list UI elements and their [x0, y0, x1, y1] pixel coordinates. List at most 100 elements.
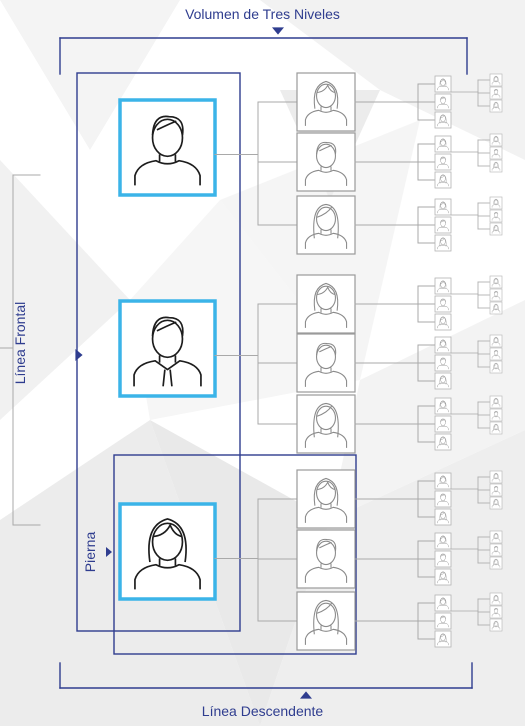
level3-node — [434, 295, 452, 313]
level3-node — [434, 198, 452, 216]
leg-label: Pierna — [82, 531, 98, 573]
man-avatar-icon — [437, 615, 449, 628]
level4-node — [489, 360, 503, 374]
level3-node — [434, 532, 452, 550]
level4-node — [489, 288, 503, 302]
level2-node — [296, 529, 356, 589]
long-hair-avatar-icon — [437, 174, 449, 187]
long-hair-avatar-icon — [491, 620, 501, 630]
level4-node — [489, 99, 503, 113]
level2-node — [296, 72, 356, 132]
man-avatar-icon — [134, 115, 201, 186]
man-avatar-icon — [437, 156, 449, 169]
level3-node — [434, 93, 452, 111]
level3-node — [434, 630, 452, 648]
level3-node — [434, 433, 452, 451]
level3-node — [434, 372, 452, 390]
level3-node — [434, 111, 452, 129]
man-avatar-icon — [491, 350, 501, 359]
long-hair-avatar-icon — [437, 436, 449, 449]
woman-avatar-icon — [304, 282, 348, 328]
woman-avatar-icon — [437, 280, 449, 293]
man-avatar-icon — [437, 553, 449, 566]
level3-node — [434, 216, 452, 234]
woman-avatar-icon — [491, 594, 501, 604]
man-tie-avatar-icon — [133, 316, 202, 387]
level4-node — [489, 543, 503, 557]
level3-node — [434, 336, 452, 354]
woman-avatar-icon — [491, 75, 501, 85]
long-hair-avatar-icon — [491, 423, 501, 433]
long-hair-avatar-icon — [491, 224, 501, 234]
woman-avatar-icon — [491, 397, 501, 407]
long-hair-avatar-icon — [491, 362, 501, 372]
level4-node — [489, 347, 503, 361]
level4-node — [489, 556, 503, 570]
long-hair-avatar-icon — [437, 375, 449, 388]
level4-node — [489, 222, 503, 236]
level4-node — [489, 209, 503, 223]
man-avatar-icon — [491, 608, 501, 617]
woman-avatar-icon — [437, 475, 449, 488]
long-hair-avatar-icon — [437, 114, 449, 127]
man-avatar-icon — [437, 493, 449, 506]
frontal-line-label: Línea Frontal — [12, 301, 28, 385]
level4-node — [489, 86, 503, 100]
woman-avatar-icon — [491, 198, 501, 208]
level3-node — [434, 415, 452, 433]
top-arrow-icon — [272, 27, 284, 35]
man-avatar-icon — [437, 418, 449, 431]
level4-node — [489, 530, 503, 544]
level3-node — [434, 490, 452, 508]
woman-avatar-icon — [437, 78, 449, 91]
man-avatar-icon — [437, 357, 449, 370]
man-avatar-icon — [437, 219, 449, 232]
man-avatar-icon — [437, 298, 449, 311]
man-avatar-icon — [437, 96, 449, 109]
long-hair-avatar-icon — [491, 558, 501, 568]
level3-node — [434, 277, 452, 295]
level4-node — [489, 133, 503, 147]
woman-avatar-icon — [437, 201, 449, 214]
level4-node — [489, 605, 503, 619]
level2-node — [296, 591, 356, 651]
descending-line-label: Línea Descendente — [201, 703, 324, 719]
level3-node — [434, 135, 452, 153]
level2-node — [296, 274, 356, 334]
long-hair-avatar-icon — [491, 101, 501, 111]
level4-node — [489, 275, 503, 289]
man-avatar-icon — [491, 212, 501, 221]
long-hair-avatar-icon — [437, 316, 449, 329]
level2-node — [296, 132, 356, 192]
long-hair-avatar-icon — [437, 511, 449, 524]
woman-avatar-icon — [304, 477, 348, 523]
level4-node — [489, 408, 503, 422]
level3-node — [434, 508, 452, 526]
long-hair-avatar-icon — [491, 161, 501, 171]
woman-avatar-icon — [437, 535, 449, 548]
level3-node — [434, 397, 452, 415]
woman-avatar-icon — [491, 532, 501, 542]
level3-node — [434, 612, 452, 630]
leg-arrow-icon — [106, 547, 112, 557]
level3-node — [434, 313, 452, 331]
level4-node — [489, 592, 503, 606]
long-hair-avatar-icon — [437, 571, 449, 584]
man-avatar-icon — [491, 411, 501, 420]
level4-node — [489, 334, 503, 348]
level3-node — [434, 75, 452, 93]
woman-avatar-icon — [491, 336, 501, 346]
level4-node — [489, 421, 503, 435]
long-hair-avatar-icon — [304, 203, 348, 249]
level3-node — [434, 550, 452, 568]
woman-avatar-icon — [304, 80, 348, 126]
long-hair-avatar-icon — [491, 303, 501, 313]
man-avatar-icon — [491, 149, 501, 158]
woman-avatar-icon — [491, 472, 501, 482]
man-avatar-icon — [491, 291, 501, 300]
level4-node — [489, 470, 503, 484]
level4-node — [489, 301, 503, 315]
man-avatar-icon — [304, 538, 348, 583]
frontal-arrow-icon — [75, 349, 83, 361]
